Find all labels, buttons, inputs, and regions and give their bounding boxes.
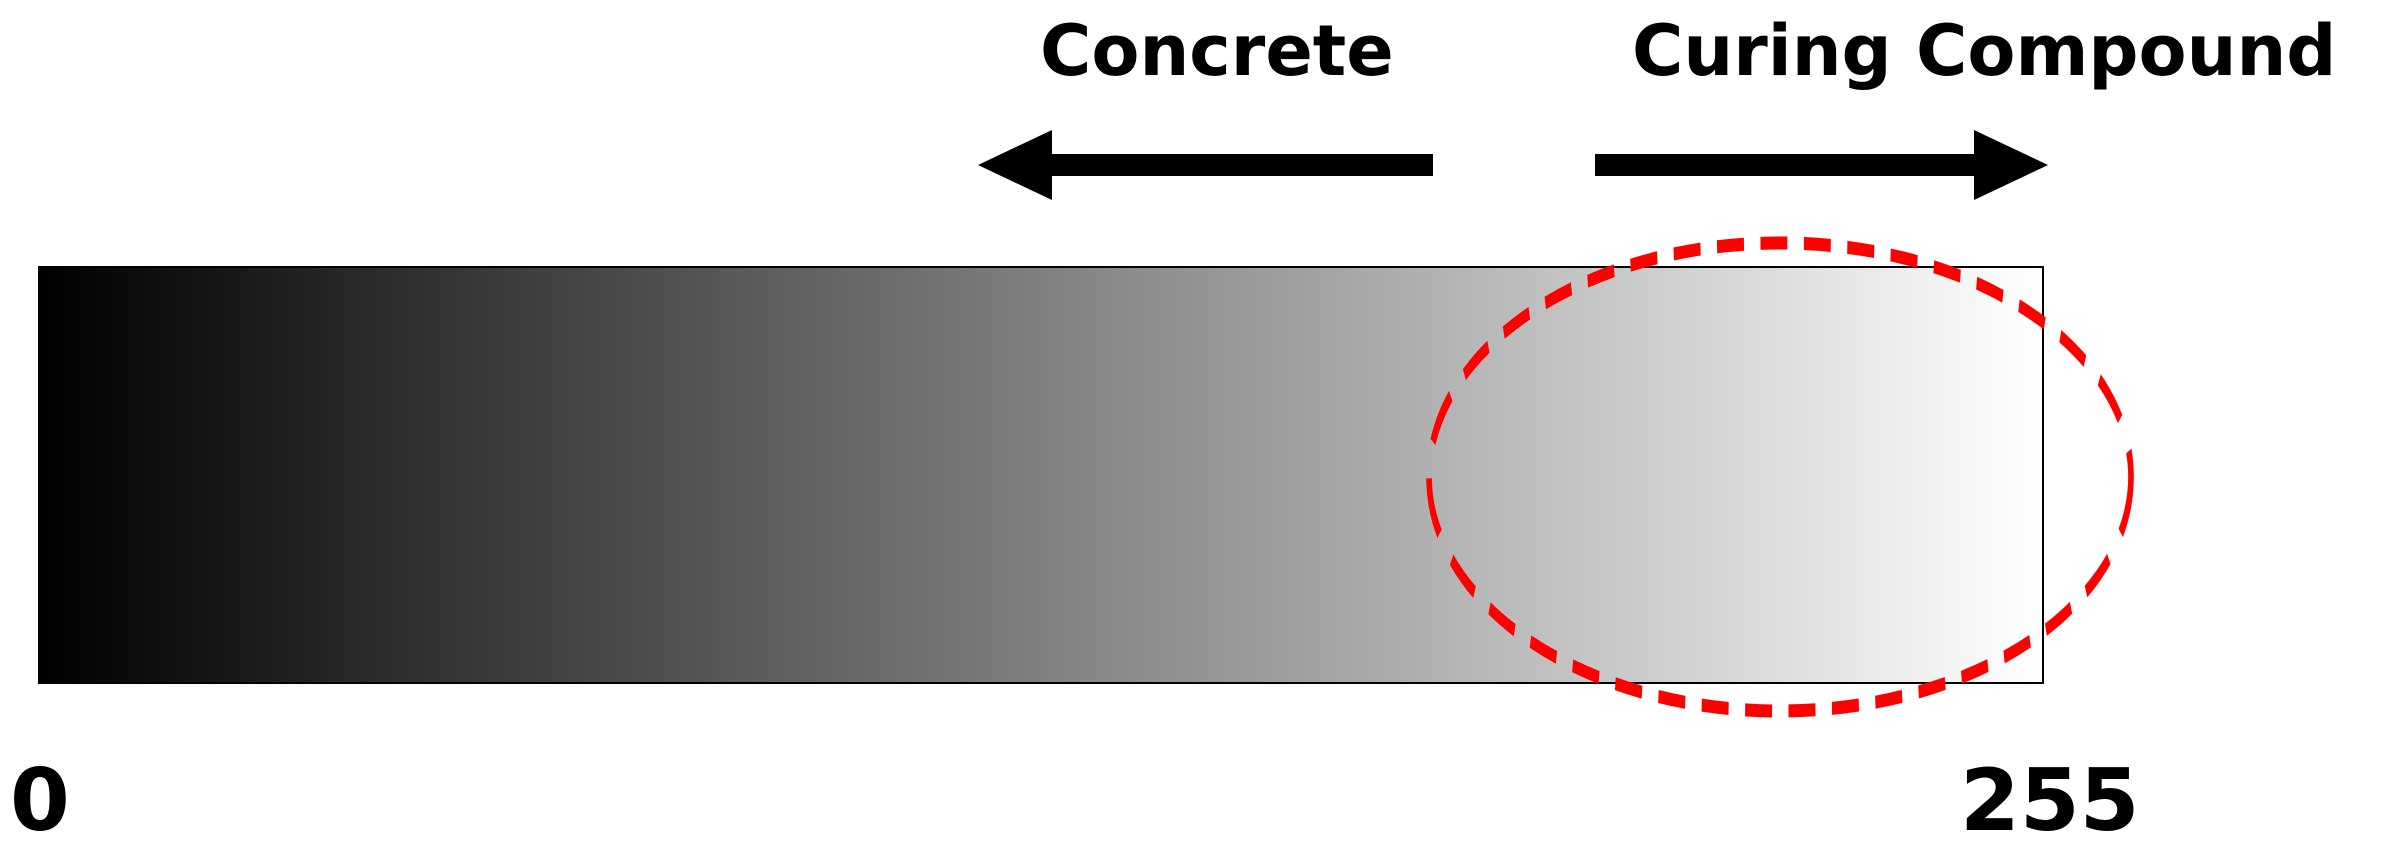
concrete-left-arrow-icon [978,130,1433,200]
highlight-dashed-ellipse [1426,236,2134,718]
scale-max-label: 255 [1960,751,2140,851]
scale-min-label: 0 [10,751,70,851]
curing-compound-label: Curing Compound [1632,10,2337,92]
grayscale-gradient-bar [38,266,2044,684]
concrete-label: Concrete [1040,10,1394,92]
curing-compound-right-arrow-icon [1595,130,2048,200]
